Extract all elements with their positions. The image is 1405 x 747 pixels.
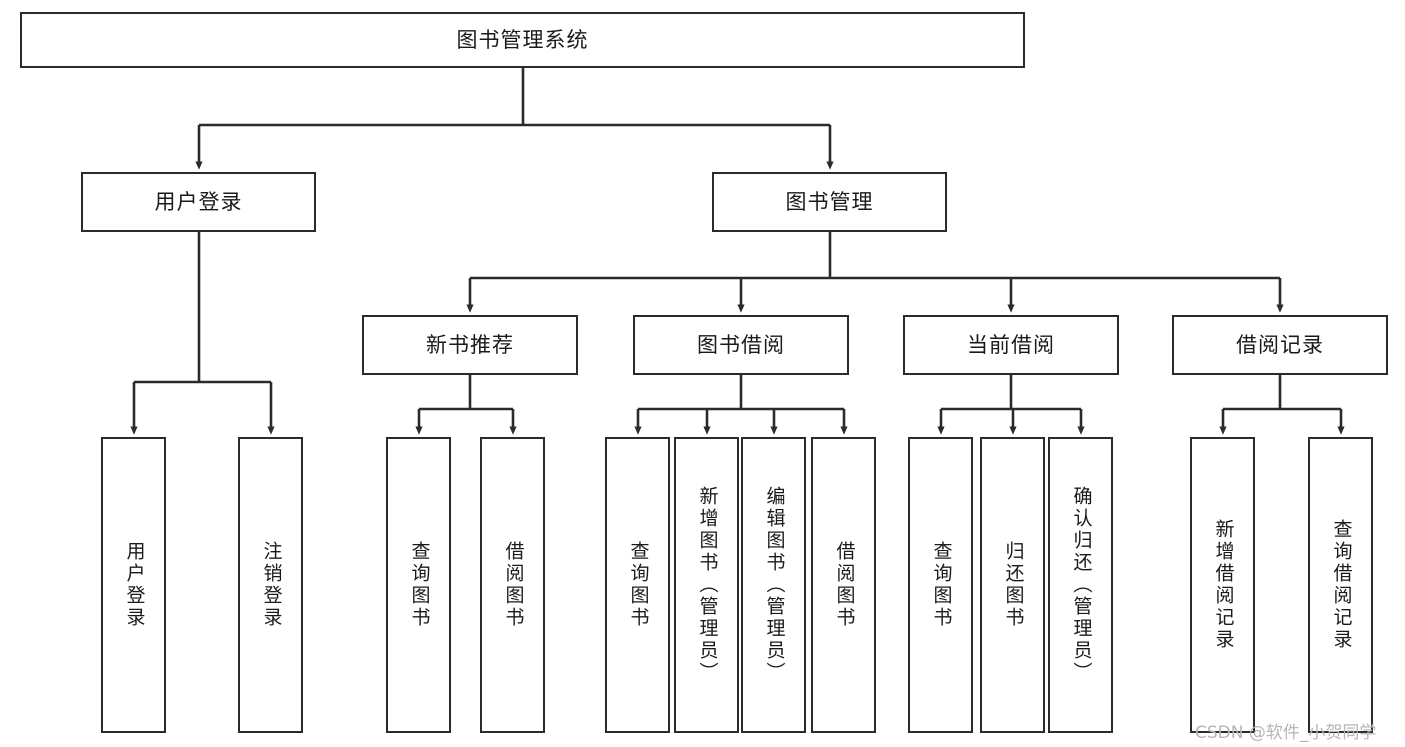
csdn-watermark: CSDN @软件_小贺同学 — [1195, 723, 1377, 743]
node-leaf_query3[interactable]: 查询图书 — [908, 437, 973, 733]
node-records[interactable]: 借阅记录 — [1172, 315, 1388, 375]
node-label: 新书推荐 — [426, 332, 514, 357]
node-label: 图书管理 — [785, 189, 874, 214]
node-leaf_edit[interactable]: 编辑图书（管理员） — [741, 437, 806, 733]
node-leaf_return[interactable]: 归还图书 — [980, 437, 1045, 733]
node-label: 借阅图书 — [502, 541, 525, 629]
node-leaf_login[interactable]: 用户登录 — [101, 437, 166, 733]
node-label: 当前借阅 — [967, 332, 1055, 357]
node-label: 查询图书 — [930, 541, 953, 629]
node-label: 新增借阅记录 — [1212, 519, 1235, 651]
node-root[interactable]: 图书管理系统 — [20, 12, 1025, 68]
node-leaf_addrec[interactable]: 新增借阅记录 — [1190, 437, 1255, 733]
node-label: 借阅图书 — [833, 541, 856, 629]
node-leaf_confirm[interactable]: 确认归还（管理员） — [1048, 437, 1113, 733]
node-label: 编辑图书（管理员） — [763, 486, 786, 684]
node-label: 用户登录 — [154, 189, 243, 214]
node-bookmgmt[interactable]: 图书管理 — [712, 172, 947, 232]
node-leaf_qryrec[interactable]: 查询借阅记录 — [1308, 437, 1373, 733]
node-label: 注销登录 — [260, 541, 283, 629]
node-leaf_query1[interactable]: 查询图书 — [386, 437, 451, 733]
node-label: 图书管理系统 — [456, 27, 589, 52]
node-label: 查询借阅记录 — [1330, 519, 1353, 651]
node-label: 归还图书 — [1002, 541, 1025, 629]
node-leaf_borrow2[interactable]: 借阅图书 — [811, 437, 876, 733]
node-label: 确认归还（管理员） — [1070, 486, 1093, 684]
node-label: 查询图书 — [408, 541, 431, 629]
node-current[interactable]: 当前借阅 — [903, 315, 1119, 375]
node-leaf_query2[interactable]: 查询图书 — [605, 437, 670, 733]
node-leaf_logout[interactable]: 注销登录 — [238, 437, 303, 733]
node-label: 用户登录 — [123, 541, 146, 629]
node-label: 借阅记录 — [1236, 332, 1324, 357]
node-label: 图书借阅 — [697, 332, 785, 357]
node-borrow[interactable]: 图书借阅 — [633, 315, 849, 375]
node-leaf_add[interactable]: 新增图书（管理员） — [674, 437, 739, 733]
node-newbook[interactable]: 新书推荐 — [362, 315, 578, 375]
node-label: 新增图书（管理员） — [696, 486, 719, 684]
node-label: 查询图书 — [627, 541, 650, 629]
node-leaf_borrow1[interactable]: 借阅图书 — [480, 437, 545, 733]
node-login[interactable]: 用户登录 — [81, 172, 316, 232]
